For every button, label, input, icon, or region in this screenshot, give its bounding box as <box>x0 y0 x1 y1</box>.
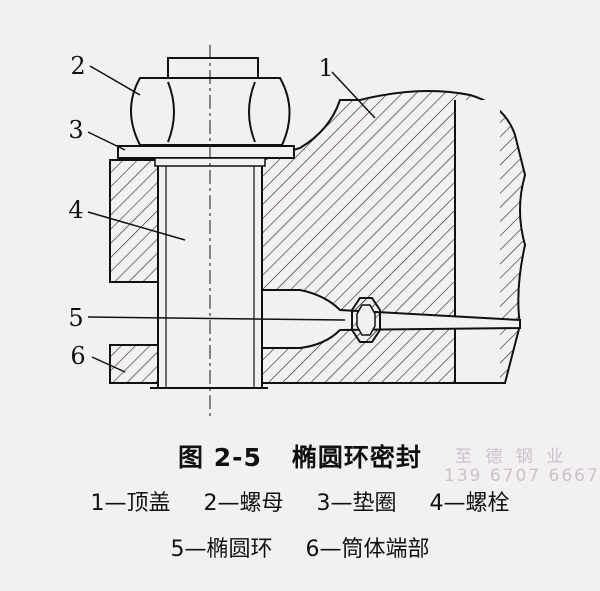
legend-item: 3—垫圈 <box>316 491 397 516</box>
legend-row-2: 5—椭圆环 6—筒体端部 <box>0 531 600 563</box>
legend-row-1: 1—顶盖 2—螺母 3—垫圈 4—螺栓 <box>0 485 600 517</box>
cover-side-band <box>455 100 500 382</box>
legend-item: 5—椭圆环 <box>170 537 273 562</box>
leader-2 <box>89 65 141 96</box>
watermark-name: 至 德 钢 业 <box>455 447 568 467</box>
figure-number: 图 2-5 <box>178 443 262 472</box>
leader-5 <box>87 316 346 321</box>
figure-caption: 图 2-5 椭圆环密封 <box>0 438 600 474</box>
figure-title: 椭圆环密封 <box>291 443 422 472</box>
shell-end-lower <box>109 344 159 384</box>
bolt-tip <box>167 57 259 79</box>
washer <box>117 145 295 159</box>
callout-5: 5 <box>68 304 83 332</box>
legend-item: 4—螺栓 <box>429 491 510 516</box>
nut-face-left <box>167 81 175 143</box>
legend-item: 1—顶盖 <box>90 491 171 516</box>
leader-1 <box>331 71 376 119</box>
callout-4: 4 <box>68 196 83 224</box>
callout-6: 6 <box>70 342 85 370</box>
legend-item: 6—筒体端部 <box>305 537 430 562</box>
ring-groove <box>261 289 521 349</box>
callout-2: 2 <box>70 52 85 80</box>
leader-6 <box>91 356 126 373</box>
elliptical-ring-inner <box>356 304 376 336</box>
callout-3: 3 <box>68 116 83 144</box>
leader-3 <box>87 131 126 151</box>
leader-4 <box>87 211 186 241</box>
watermark-phone: 139 6707 6667 <box>444 466 600 486</box>
nut-face-right <box>248 81 256 143</box>
callout-1: 1 <box>318 54 333 82</box>
legend-item: 2—螺母 <box>203 491 284 516</box>
